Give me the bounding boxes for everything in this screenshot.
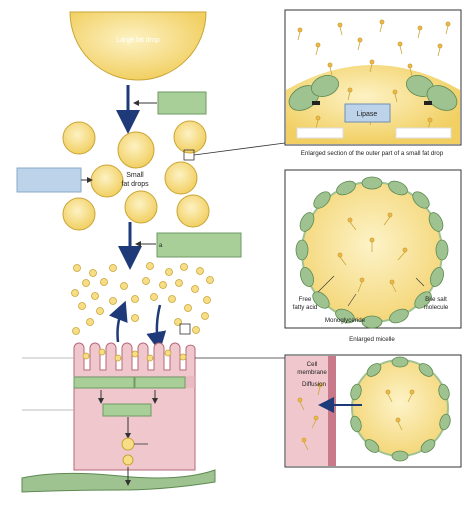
bile-salt-label-2: molecule <box>424 304 449 311</box>
lipase-box <box>344 103 391 123</box>
panel-cell-membrane <box>284 354 462 468</box>
zoom-line-top <box>193 142 286 156</box>
monoglyceride-label: Monoglyceride <box>325 317 366 324</box>
lacteal-vessel <box>21 469 216 493</box>
micelles-scatter <box>71 262 214 335</box>
cell-return-arrow <box>109 300 128 343</box>
bile-salt-label-1: Bile salt <box>425 296 447 303</box>
blank-label-box-cell-middle <box>102 403 152 417</box>
blank-label-box-cell-left <box>73 376 135 389</box>
blank-label-box-cell-right <box>134 376 186 389</box>
chylomicron-1 <box>121 437 135 451</box>
zoom-square-micelle <box>179 323 191 335</box>
small-fat-drops-label-2: fat drops <box>121 181 149 188</box>
cell-membrane-label-1: Cell <box>307 361 318 368</box>
blank-label-box-blue <box>16 167 82 193</box>
small-fat-drops <box>62 120 210 231</box>
large-fat-drop-label: Large fat drop <box>116 37 160 44</box>
cell-membrane-label-2: membrane <box>297 369 327 376</box>
blank-label-box-1 <box>157 91 207 115</box>
enlarged-micelle-caption: Enlarged micelle <box>349 336 395 343</box>
chylomicron-2 <box>122 454 134 466</box>
lipase-label: Lipase <box>357 111 378 118</box>
free-fatty-acid-label-2: fatty acid <box>293 304 318 311</box>
panel-enlarged-section: Lipase <box>284 9 462 146</box>
enlarged-section-caption: Enlarged section of the outer part of a … <box>301 150 444 157</box>
panel-enlarged-micelle <box>284 169 462 329</box>
blank-label-top-right <box>395 127 452 139</box>
large-fat-drop <box>69 11 207 81</box>
free-fatty-acid-label-1: Free <box>299 296 312 303</box>
small-fat-drops-label-1: Small <box>126 172 144 179</box>
blank-label-box-2 <box>156 232 242 258</box>
blank-label-top-left <box>296 127 344 139</box>
diffusion-label: Diffusion <box>302 381 327 388</box>
micelle-to-cell-arrow <box>146 304 167 352</box>
step-a-label: a <box>159 243 163 249</box>
